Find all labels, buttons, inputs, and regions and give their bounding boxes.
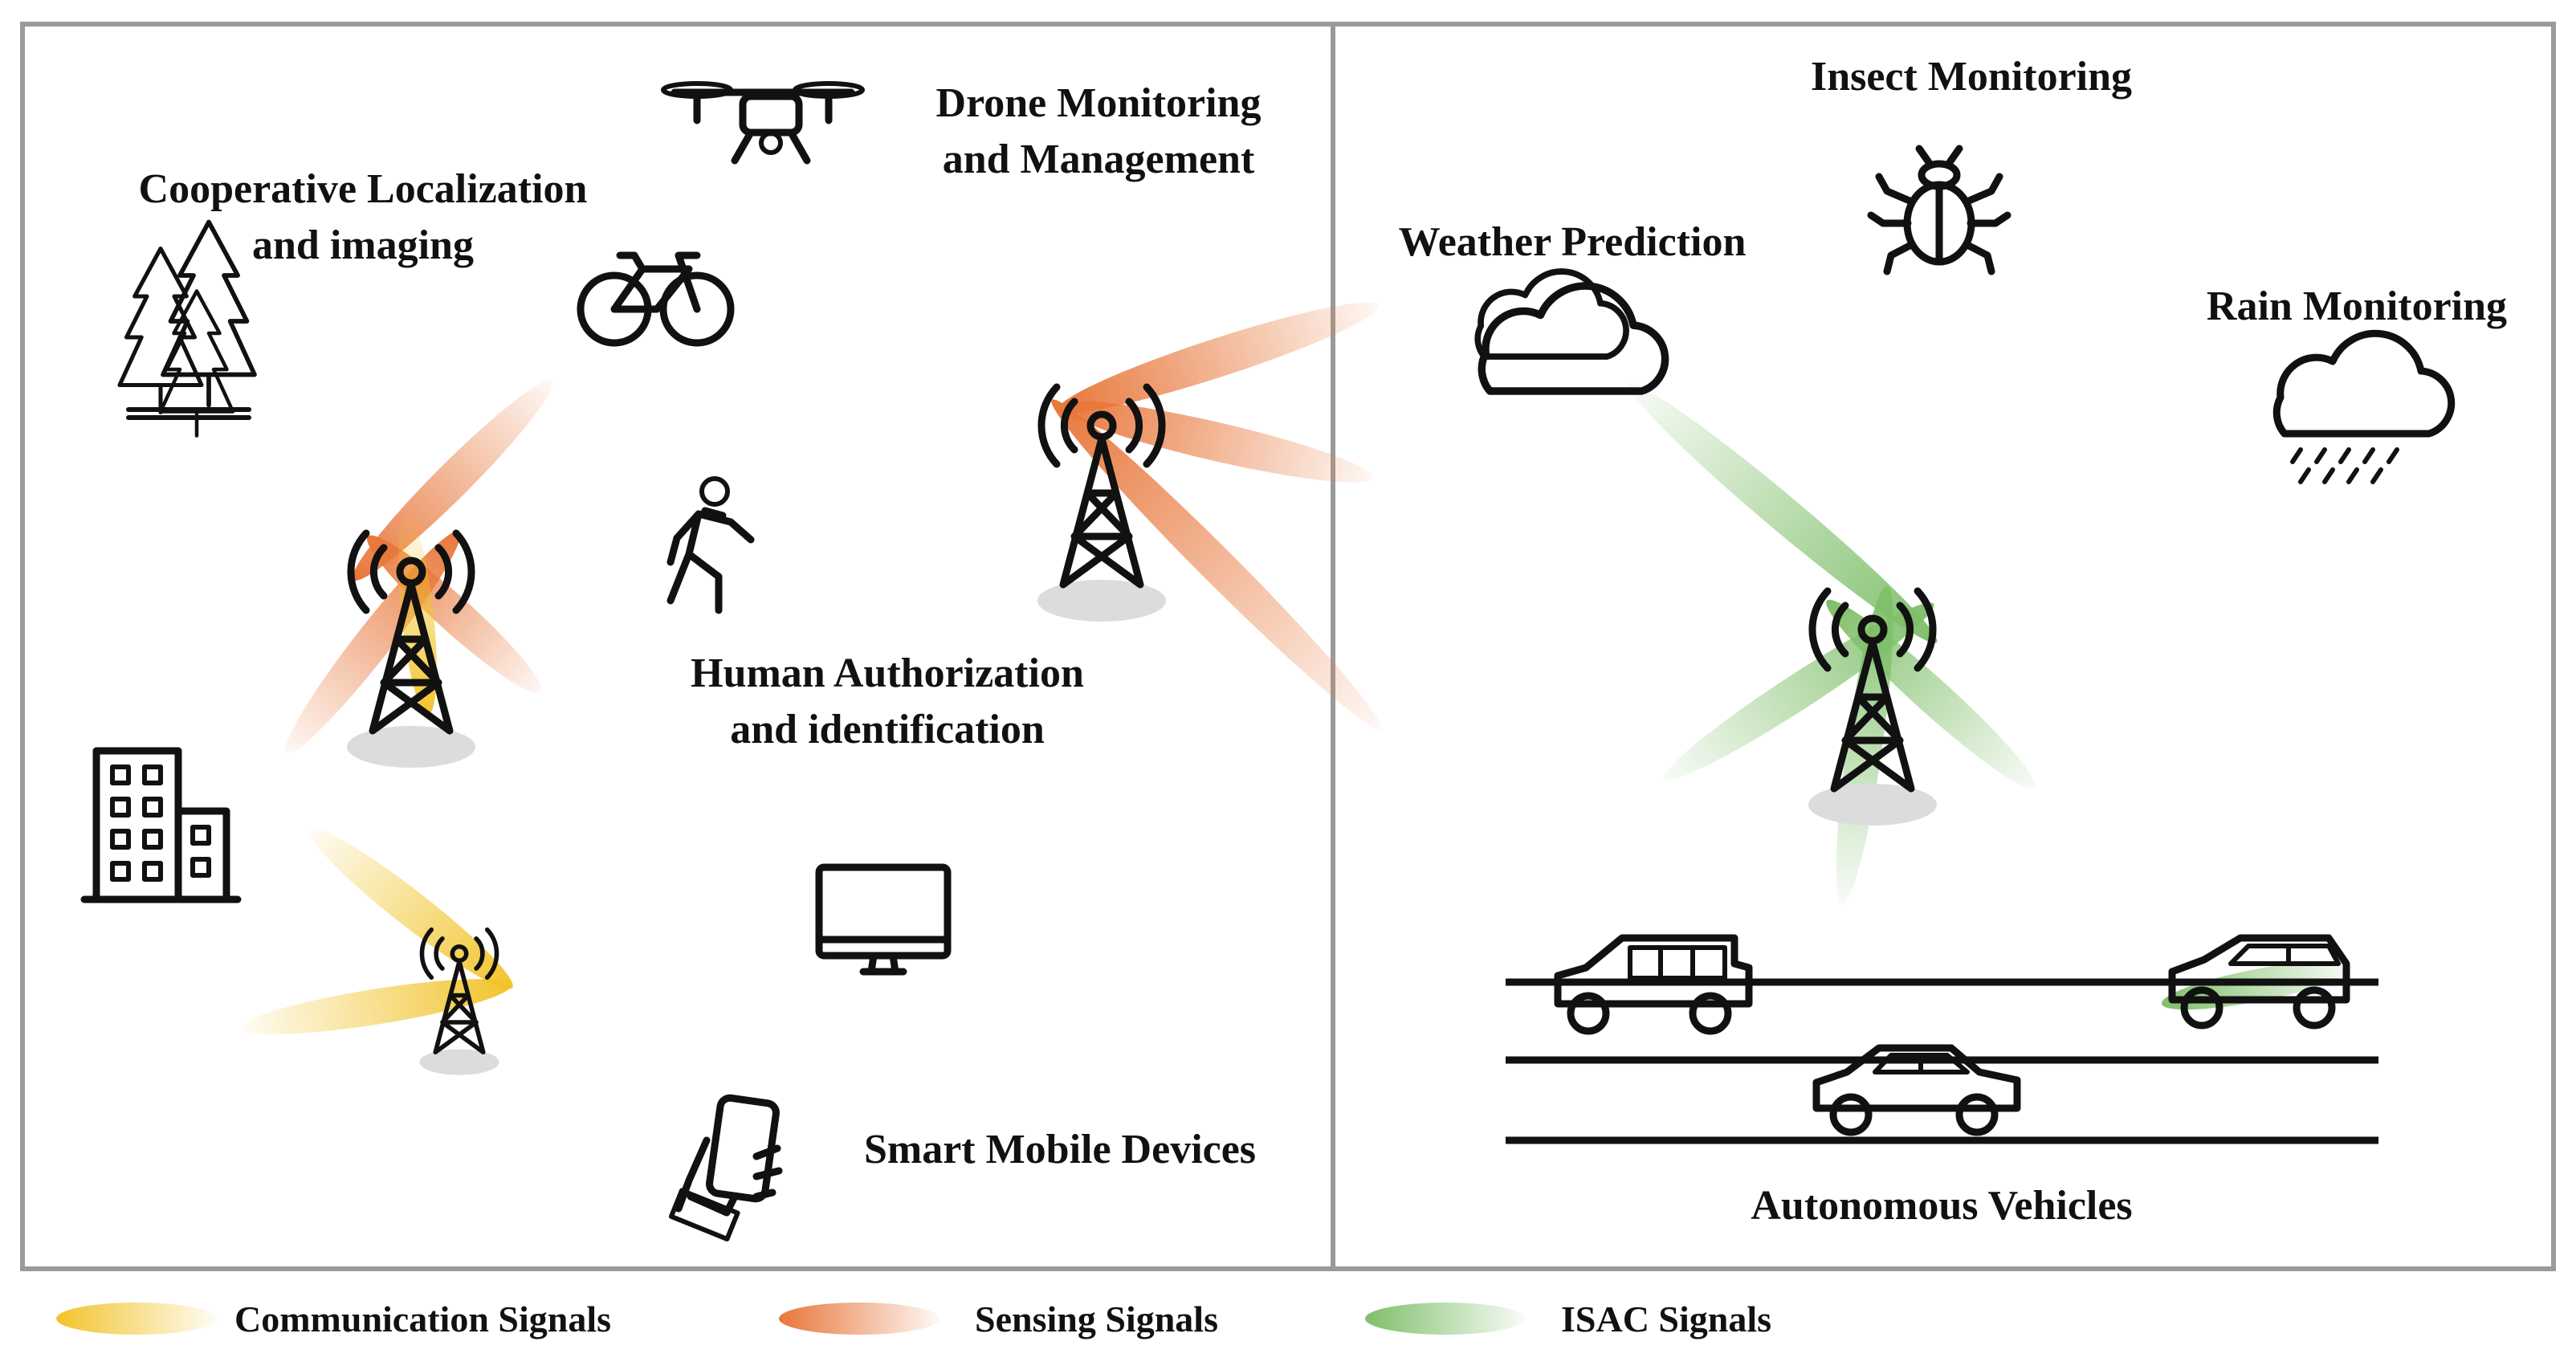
label-autonomous-vehicles: Autonomous Vehicles [1751,1183,2132,1229]
isac-beams [1628,383,2351,1010]
diagram-labels: Cooperative Localization and imaging Dro… [139,54,2508,1229]
tree-icon [120,222,255,436]
label-cooperative-localization-line1: Cooperative Localization [139,166,588,212]
building-icon [80,747,242,903]
legend-swatch-communication [56,1303,217,1335]
label-rain-monitoring: Rain Monitoring [2207,283,2507,329]
label-human-authorization-line1: Human Authorization [691,650,1084,696]
sedan-icon [1812,1044,2021,1136]
legend-communication: Communication Signals [234,1299,611,1339]
label-human-authorization-line2: and identification [730,707,1045,752]
label-insect-monitoring: Insect Monitoring [1811,54,2132,100]
monitor-icon [815,863,952,976]
legend-swatch-sensing [779,1303,940,1335]
pedestrian-icon [666,476,755,614]
bicycle-icon [577,251,735,347]
label-drone-monitoring-line1: Drone Monitoring [936,80,1262,126]
suv-icon [2168,934,2350,1030]
label-smart-mobile-devices: Smart Mobile Devices [864,1127,1256,1172]
label-weather-prediction: Weather Prediction [1399,219,1747,265]
legend-isac: ISAC Signals [1561,1299,1771,1339]
label-cooperative-localization-line2: and imaging [252,222,474,268]
rain-cloud-icon [2276,333,2451,484]
label-drone-monitoring-line2: and Management [943,137,1255,182]
smartphone-icon [668,1094,783,1242]
road-lines [1506,978,2378,1144]
car-icon [1554,934,1753,1035]
legend-swatch-isac [1365,1303,1526,1335]
sensing-beams-left [285,302,1382,754]
legend: Communication Signals Sensing Signals IS… [56,1299,1771,1339]
cloud-icon [1478,271,1665,391]
legend-sensing: Sensing Signals [975,1299,1218,1339]
drone-icon [661,81,865,165]
bug-icon [1867,145,2011,275]
